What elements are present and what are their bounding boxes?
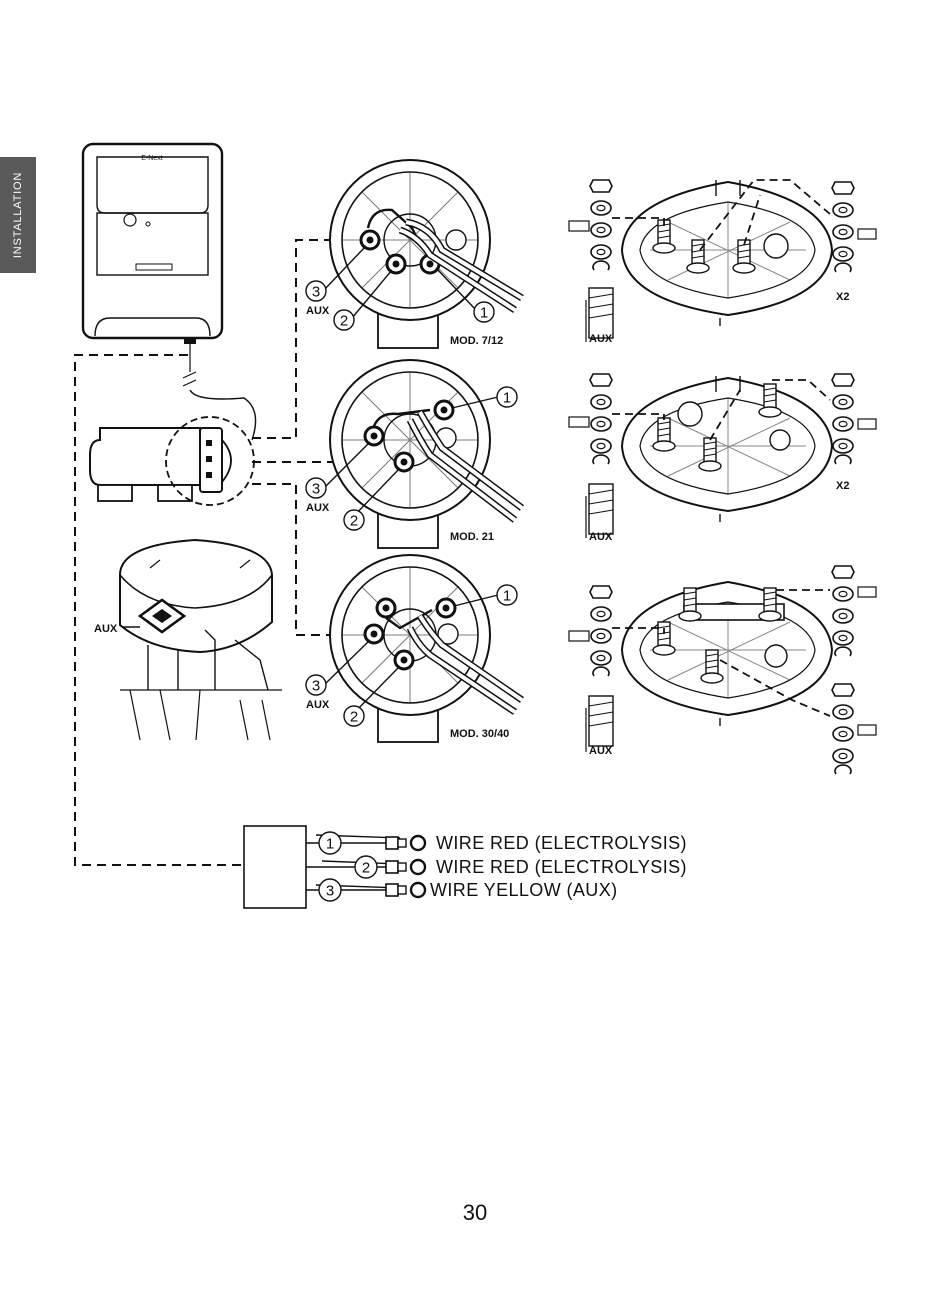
x2-label-exploded-a: X2: [836, 291, 849, 303]
wire-terminal-icon: [386, 883, 425, 897]
callout-1-mod-c: 1: [503, 588, 511, 605]
aux-label-exploded-b: AUX: [589, 531, 613, 543]
callout-2-mod-b: 2: [350, 513, 358, 530]
callout-3-mod-a: 3: [312, 284, 320, 301]
x2-label-exploded-b: X2: [836, 480, 849, 492]
legend-wire-label-1: WIRE RED (ELECTROLYSIS): [436, 833, 687, 853]
callout-3-mod-b: 3: [312, 481, 320, 498]
exploded-view-mod-21: [569, 374, 876, 538]
legend-wire-label-3: WIRE YELLOW (AUX): [430, 880, 618, 900]
wire-terminal-icon: [386, 836, 425, 850]
model-label-30-40: MOD. 30/40: [450, 728, 509, 740]
device-brand-label: E-Next: [141, 155, 162, 162]
aux-label-exploded-a: AUX: [589, 333, 613, 345]
aux-label-mod-a: AUX: [306, 305, 330, 317]
model-label-7-12: MOD. 7/12: [450, 335, 503, 347]
wire-terminal-icon: [386, 860, 425, 874]
aux-label-mod-c: AUX: [306, 699, 330, 711]
aux-label-exploded-c: AUX: [589, 745, 613, 757]
electrolysis-cell: [90, 417, 254, 505]
legend-number-3: 3: [326, 883, 334, 900]
exploded-view-mod-30-40: [569, 566, 876, 774]
callout-1-mod-a: 1: [480, 305, 488, 322]
aux-closeup-illustration: [120, 540, 282, 740]
legend-number-1: 1: [326, 836, 334, 853]
callout-2-mod-c: 2: [350, 709, 358, 726]
legend-number-2: 2: [362, 860, 370, 877]
aux-label-mod-b: AUX: [306, 502, 330, 514]
callout-1-mod-b: 1: [503, 390, 511, 407]
aux-closeup-label: AUX: [94, 623, 118, 635]
wiring-legend: [244, 826, 425, 908]
exploded-view-mod-7-12: [569, 180, 876, 342]
controller-unit: [83, 144, 256, 440]
legend-wire-label-2: WIRE RED (ELECTROLYSIS): [436, 857, 687, 877]
callout-2-mod-a: 2: [340, 313, 348, 330]
model-label-21: MOD. 21: [450, 531, 494, 543]
callout-3-mod-c: 3: [312, 678, 320, 695]
page-number: 30: [0, 1200, 950, 1226]
